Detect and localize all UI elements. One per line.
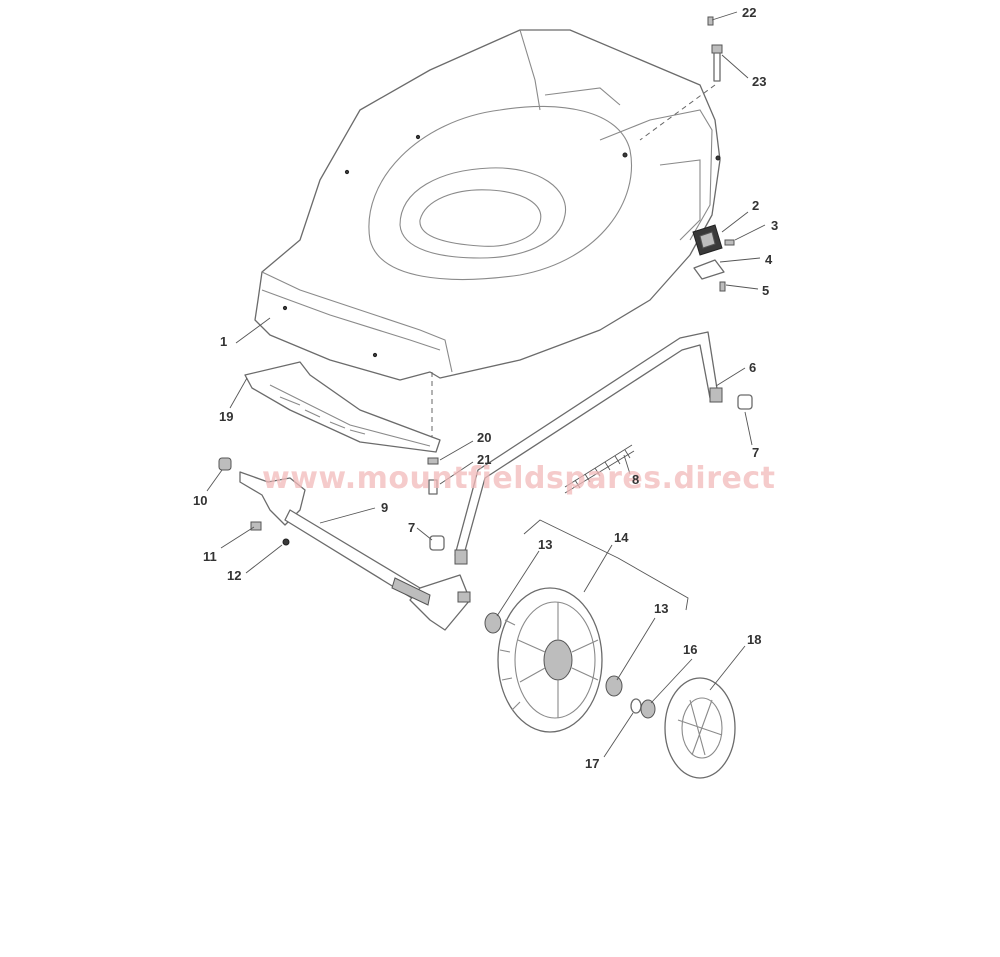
height-adjust-bracket [692,224,735,292]
callout-3: 3 [771,218,778,233]
front-axle [239,471,471,631]
wheel-group-bracket [523,519,689,611]
callout-14: 14 [614,530,629,545]
bushing-upper [737,394,753,410]
rear-flap [244,361,441,453]
callout-8: 8 [632,472,639,487]
spring [564,444,635,494]
callout-7-lower: 7 [408,520,415,535]
callout-16: 16 [683,642,697,657]
callout-2: 2 [752,198,759,213]
bolt-part [250,521,262,531]
callout-11: 11 [203,549,217,564]
callout-17: 17 [585,756,599,771]
bearing-outer [605,675,623,697]
callout-9: 9 [381,500,388,515]
callout-labels: 1 2 3 4 5 6 7 7 8 9 10 11 12 13 13 14 16… [193,5,778,771]
washer-part [427,457,439,465]
nut-part [218,457,232,471]
hub-cap [664,677,736,779]
mower-deck [254,29,721,381]
callout-1: 1 [220,334,227,349]
callout-19: 19 [219,409,233,424]
watermark-text: www.mountfieldspares.direct [262,461,775,496]
callout-13-outer: 13 [654,601,668,616]
callout-7-upper: 7 [752,445,759,460]
bearing-inner [484,612,502,634]
wheel-nut [640,699,656,719]
callout-20: 20 [477,430,491,445]
guide-line-pin [639,84,716,141]
wheel [497,587,603,733]
screw-part [428,479,438,495]
callout-12: 12 [227,568,241,583]
callout-18: 18 [747,632,761,647]
callout-22: 22 [742,5,756,20]
bushing-lower [429,535,445,551]
callout-5: 5 [762,283,769,298]
small-washer [282,538,290,546]
callout-13-inner: 13 [538,537,552,552]
callout-6: 6 [749,360,756,375]
washer-wheel [630,698,642,714]
handle-bar [454,331,723,565]
leader-lines [206,11,766,758]
callout-23: 23 [752,74,766,89]
callout-21: 21 [477,452,491,467]
pin-assembly [707,16,723,82]
callout-10: 10 [193,493,207,508]
callout-4: 4 [765,252,773,267]
